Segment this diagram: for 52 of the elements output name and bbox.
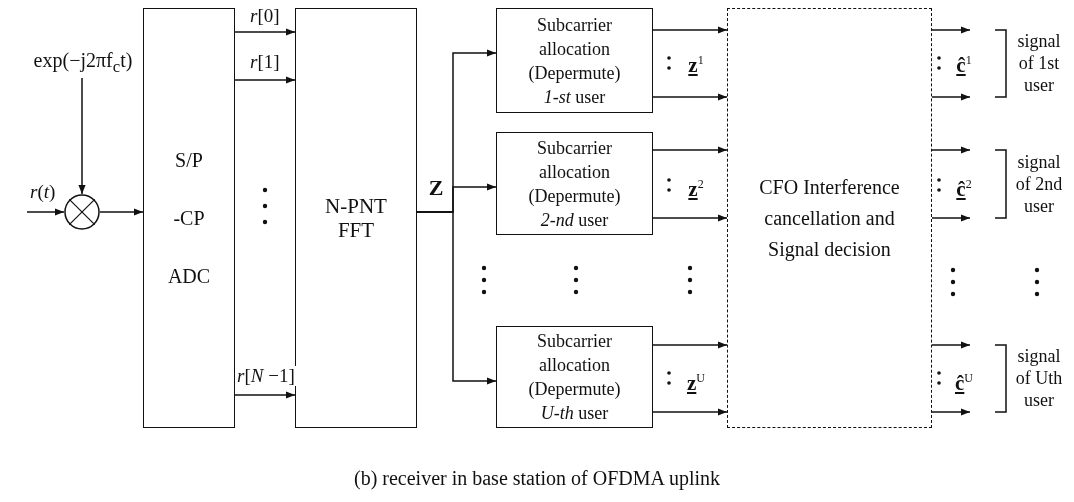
process-block [496,132,653,235]
output-label: signal of Uth user [1014,345,1064,411]
arrow [652,93,728,101]
caption: (b) receiver in base station of OFDMA uplink [352,466,721,490]
arrow [931,26,971,34]
arrow [652,408,728,416]
arrow [652,341,728,349]
arrow [234,391,296,399]
vector-symbol: ĉ$^{1}$ [955,52,973,77]
block-label: ADC [167,264,211,288]
arrow [234,76,296,84]
block-label: 1-st user [543,85,606,109]
edge-label: r[1] [249,52,281,72]
arrow [99,208,144,216]
arrow [931,93,971,101]
process-block [295,8,417,428]
vector-symbol: ĉ$^{U}$ [954,370,974,395]
process-block [143,8,235,428]
block-label: -CP [173,206,205,230]
vector-symbol: ĉ$^{2}$ [955,176,973,201]
arrow [931,214,971,222]
arrow [652,26,728,34]
output-label: signal of 1st user [1016,30,1062,96]
block-label: Subcarrier allocation (Depermute) [527,330,622,401]
arrow [234,28,296,36]
arrow [652,214,728,222]
edge-label: r[0] [249,6,281,26]
block-label: N-PNT FFT [324,194,388,242]
block-label: CFO Interference cancellation and Signal decision [758,174,901,263]
arrow [931,408,971,416]
arrow [78,77,86,195]
arrow [416,211,497,385]
process-block [496,8,653,113]
output-label: signal of 2nd user [1014,151,1064,217]
block-label: Subcarrier allocation (Depermute) [527,13,622,85]
block-label: 2-nd user [540,208,609,232]
arrow [931,341,971,349]
edge-label: r[N −1] [236,366,296,386]
process-block [496,326,653,428]
signal-symbol: Z [427,176,445,200]
vector-symbol: z$^{1}$ [687,52,705,77]
process-block-dashed [727,8,932,428]
vector-symbol: z$^{U}$ [686,370,706,395]
vector-symbol: z$^{2}$ [687,176,705,201]
arrow [652,146,728,154]
block-label: S/P [175,148,203,172]
block-label: Subcarrier allocation (Depermute) [527,136,622,208]
edge-label: r(t) [29,182,57,202]
signal-expression: exp(−j2πf$_{c}$t) [33,47,133,78]
block-label: U-th user [540,402,609,425]
arrow [26,208,65,216]
arrow [931,146,971,154]
